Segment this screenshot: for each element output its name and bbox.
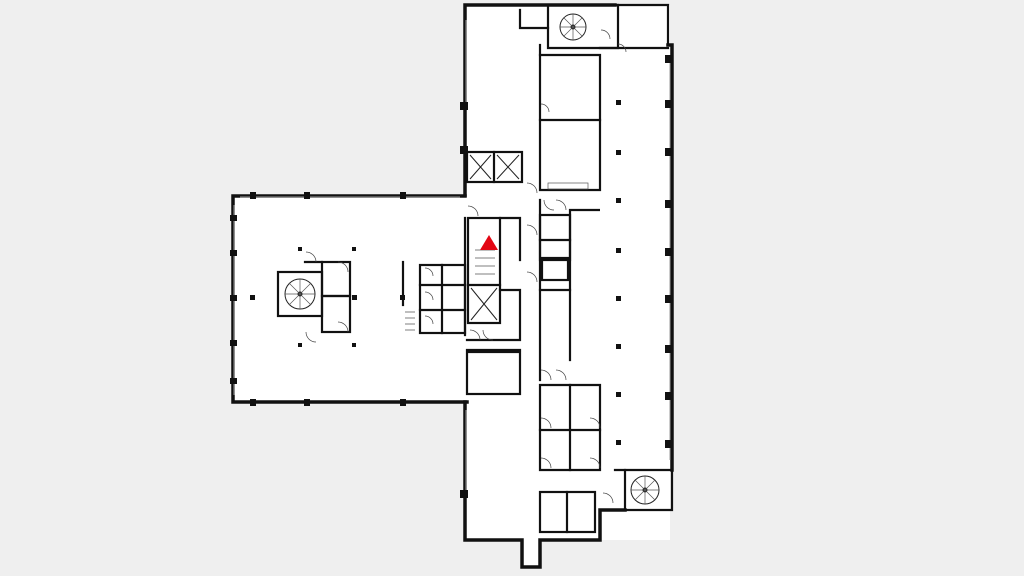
fixture-details [405,154,589,331]
spiral-staircase-north [559,13,587,41]
spiral-staircase-west [284,278,316,310]
red-triangle-you-are-here-icon [480,235,498,250]
door-swings [305,29,627,504]
interior-walls [276,3,674,534]
structural-columns [230,55,673,498]
main-block-walls [463,3,674,569]
spiral-staircase-southeast [630,475,660,505]
